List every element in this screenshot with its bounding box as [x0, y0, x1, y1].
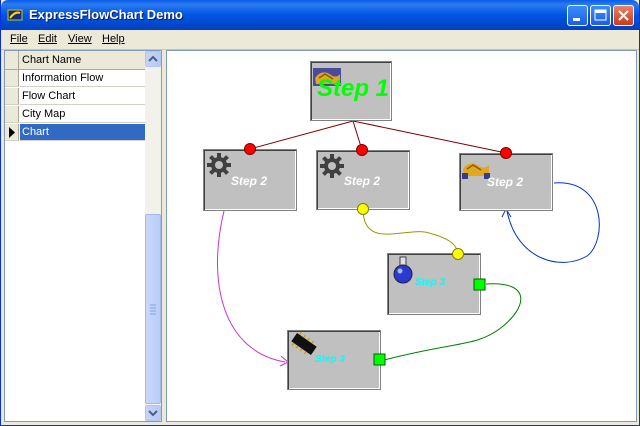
flow-node-step2-b[interactable]: Step 2 — [316, 150, 410, 210]
handshake-icon — [462, 163, 490, 179]
row-indicator[interactable] — [5, 106, 19, 123]
menu-bar: File Edit View Help — [1, 30, 639, 50]
menu-view[interactable]: View — [68, 33, 92, 45]
minimize-button[interactable] — [567, 5, 588, 26]
chart-list-grid: Chart Name Information Flow Flow Chart C… — [4, 50, 162, 422]
maximize-icon — [594, 9, 607, 21]
maximize-button[interactable] — [590, 5, 611, 26]
scroll-up-button[interactable] — [145, 51, 161, 67]
row-indicator[interactable] — [5, 88, 19, 105]
column-header-chart-name[interactable]: Chart Name — [22, 54, 82, 66]
flow-node-step3-b[interactable]: Step 3 — [287, 330, 381, 390]
gear-icon — [207, 153, 231, 177]
close-button[interactable] — [613, 5, 634, 26]
flow-node-step1[interactable]: Step 1 — [310, 61, 392, 121]
node-label: Step 2 — [487, 175, 524, 189]
panel-splitter[interactable] — [162, 50, 166, 422]
chevron-up-icon — [148, 55, 158, 62]
handshake-icon — [313, 68, 341, 86]
menu-file[interactable]: File — [10, 33, 28, 45]
node-label: Step 3 — [315, 354, 346, 365]
node-label: Step 2 — [231, 174, 268, 188]
flow-node-step2-a[interactable]: Step 2 — [203, 149, 297, 211]
connector-step2a-step3b[interactable] — [217, 210, 286, 363]
node-label: Step 2 — [344, 174, 381, 188]
connector-step1-step2a[interactable] — [249, 120, 354, 150]
node-label: Step 3 — [415, 277, 446, 288]
connector-step2c-loop[interactable] — [506, 182, 600, 263]
grip-icon — [150, 304, 156, 315]
chip-icon — [291, 331, 317, 355]
row-indicator[interactable] — [5, 70, 19, 87]
window-title: ExpressFlowChart Demo — [29, 7, 183, 22]
row-indicator-current[interactable] — [5, 124, 19, 141]
grid-row-city-map[interactable]: City Map — [20, 106, 145, 123]
app-icon — [7, 9, 23, 21]
connector-step2b-step3a[interactable] — [362, 208, 459, 255]
gear-icon — [320, 154, 344, 178]
menu-help[interactable]: Help — [102, 33, 125, 45]
connector-step1-step2b[interactable] — [352, 120, 363, 151]
flask-icon — [393, 256, 413, 284]
grid-row-chart[interactable]: Chart — [20, 124, 145, 141]
node-label: Step 1 — [317, 75, 390, 102]
connector-step3a-step3b[interactable] — [383, 283, 522, 361]
minimize-icon — [573, 18, 580, 21]
chevron-down-icon — [148, 410, 158, 417]
current-row-arrow-icon — [9, 127, 15, 138]
flowchart-canvas[interactable]: Step 1 Step 2 — [166, 50, 637, 422]
close-icon — [618, 10, 629, 21]
scroll-thumb[interactable] — [145, 214, 161, 404]
grid-vertical-scrollbar[interactable] — [145, 51, 161, 421]
connector-layer — [217, 120, 600, 367]
header-indicator — [5, 51, 19, 69]
grid-header-row: Chart Name — [5, 51, 145, 70]
scroll-down-button[interactable] — [145, 405, 161, 421]
connector-step1-step2c[interactable] — [352, 120, 507, 154]
grid-row-flow-chart[interactable]: Flow Chart — [20, 88, 145, 105]
flow-node-step3-a[interactable]: Step 3 — [387, 253, 481, 315]
grid-row-information-flow[interactable]: Information Flow — [20, 70, 145, 87]
menu-edit[interactable]: Edit — [38, 33, 57, 45]
flow-node-step2-c[interactable]: Step 2 — [459, 153, 553, 211]
title-bar[interactable]: ExpressFlowChart Demo — [1, 0, 639, 30]
